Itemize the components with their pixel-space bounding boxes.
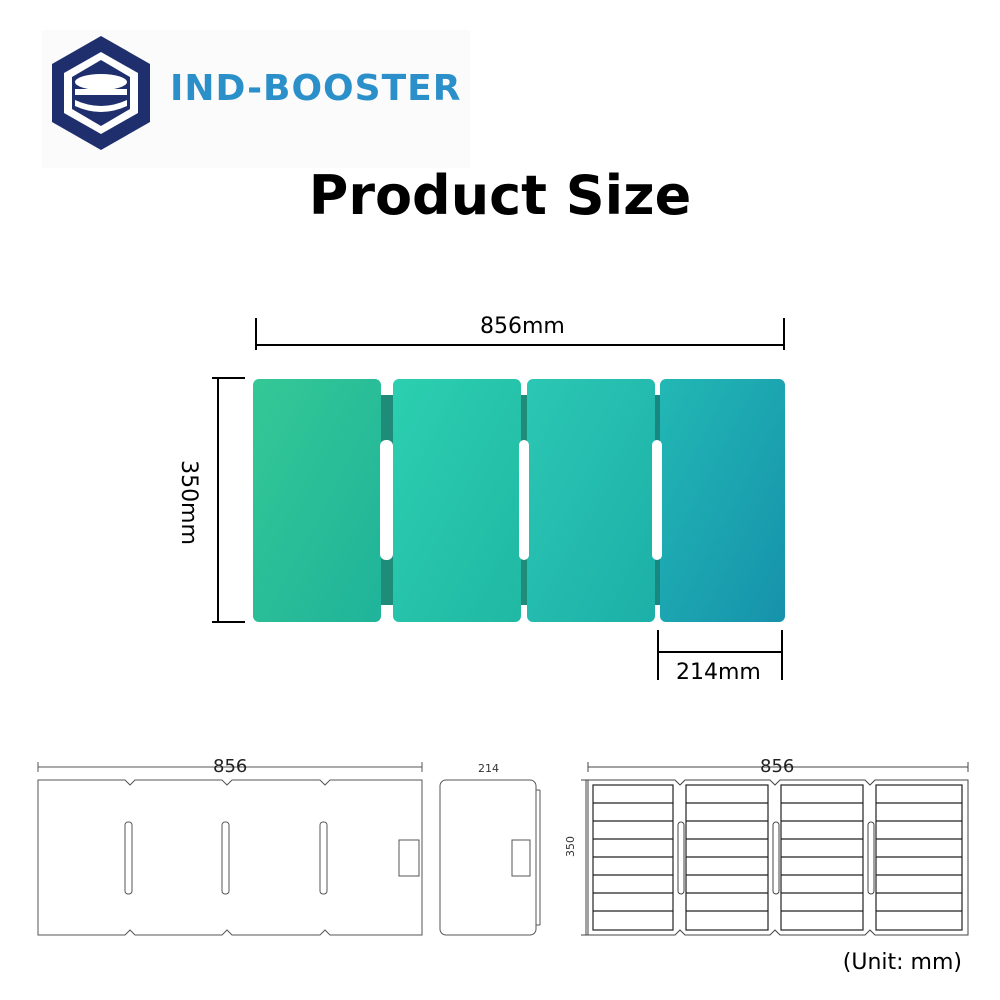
side-width-label: 214 <box>478 762 499 775</box>
top-view-slats <box>592 784 963 931</box>
foam-panel-1 <box>253 379 381 622</box>
front-view-drawing <box>37 762 423 936</box>
top-height-label: 350 <box>564 836 577 857</box>
brand-name: IND-BOOSTER <box>170 68 462 109</box>
length-label: 856mm <box>480 314 565 339</box>
product-photo <box>253 379 785 622</box>
unit-note: (Unit: mm) <box>842 950 962 975</box>
hexagon-drum-logo-icon <box>52 36 150 150</box>
height-dimension-line <box>212 377 245 623</box>
side-view-drawing <box>439 779 541 936</box>
top-view-drawing <box>581 762 969 936</box>
front-length-label: 856 <box>213 756 248 777</box>
height-label: 350mm <box>175 460 201 545</box>
page-title: Product Size <box>308 164 692 227</box>
top-length-label: 856 <box>760 756 795 777</box>
foam-panel-2 <box>393 379 521 622</box>
panel-width-label: 214mm <box>676 660 761 685</box>
length-dimension-line <box>255 318 785 350</box>
foam-panel-4 <box>660 379 785 622</box>
panel-width-dimension-line <box>657 630 783 680</box>
foam-panel-3 <box>527 379 655 622</box>
